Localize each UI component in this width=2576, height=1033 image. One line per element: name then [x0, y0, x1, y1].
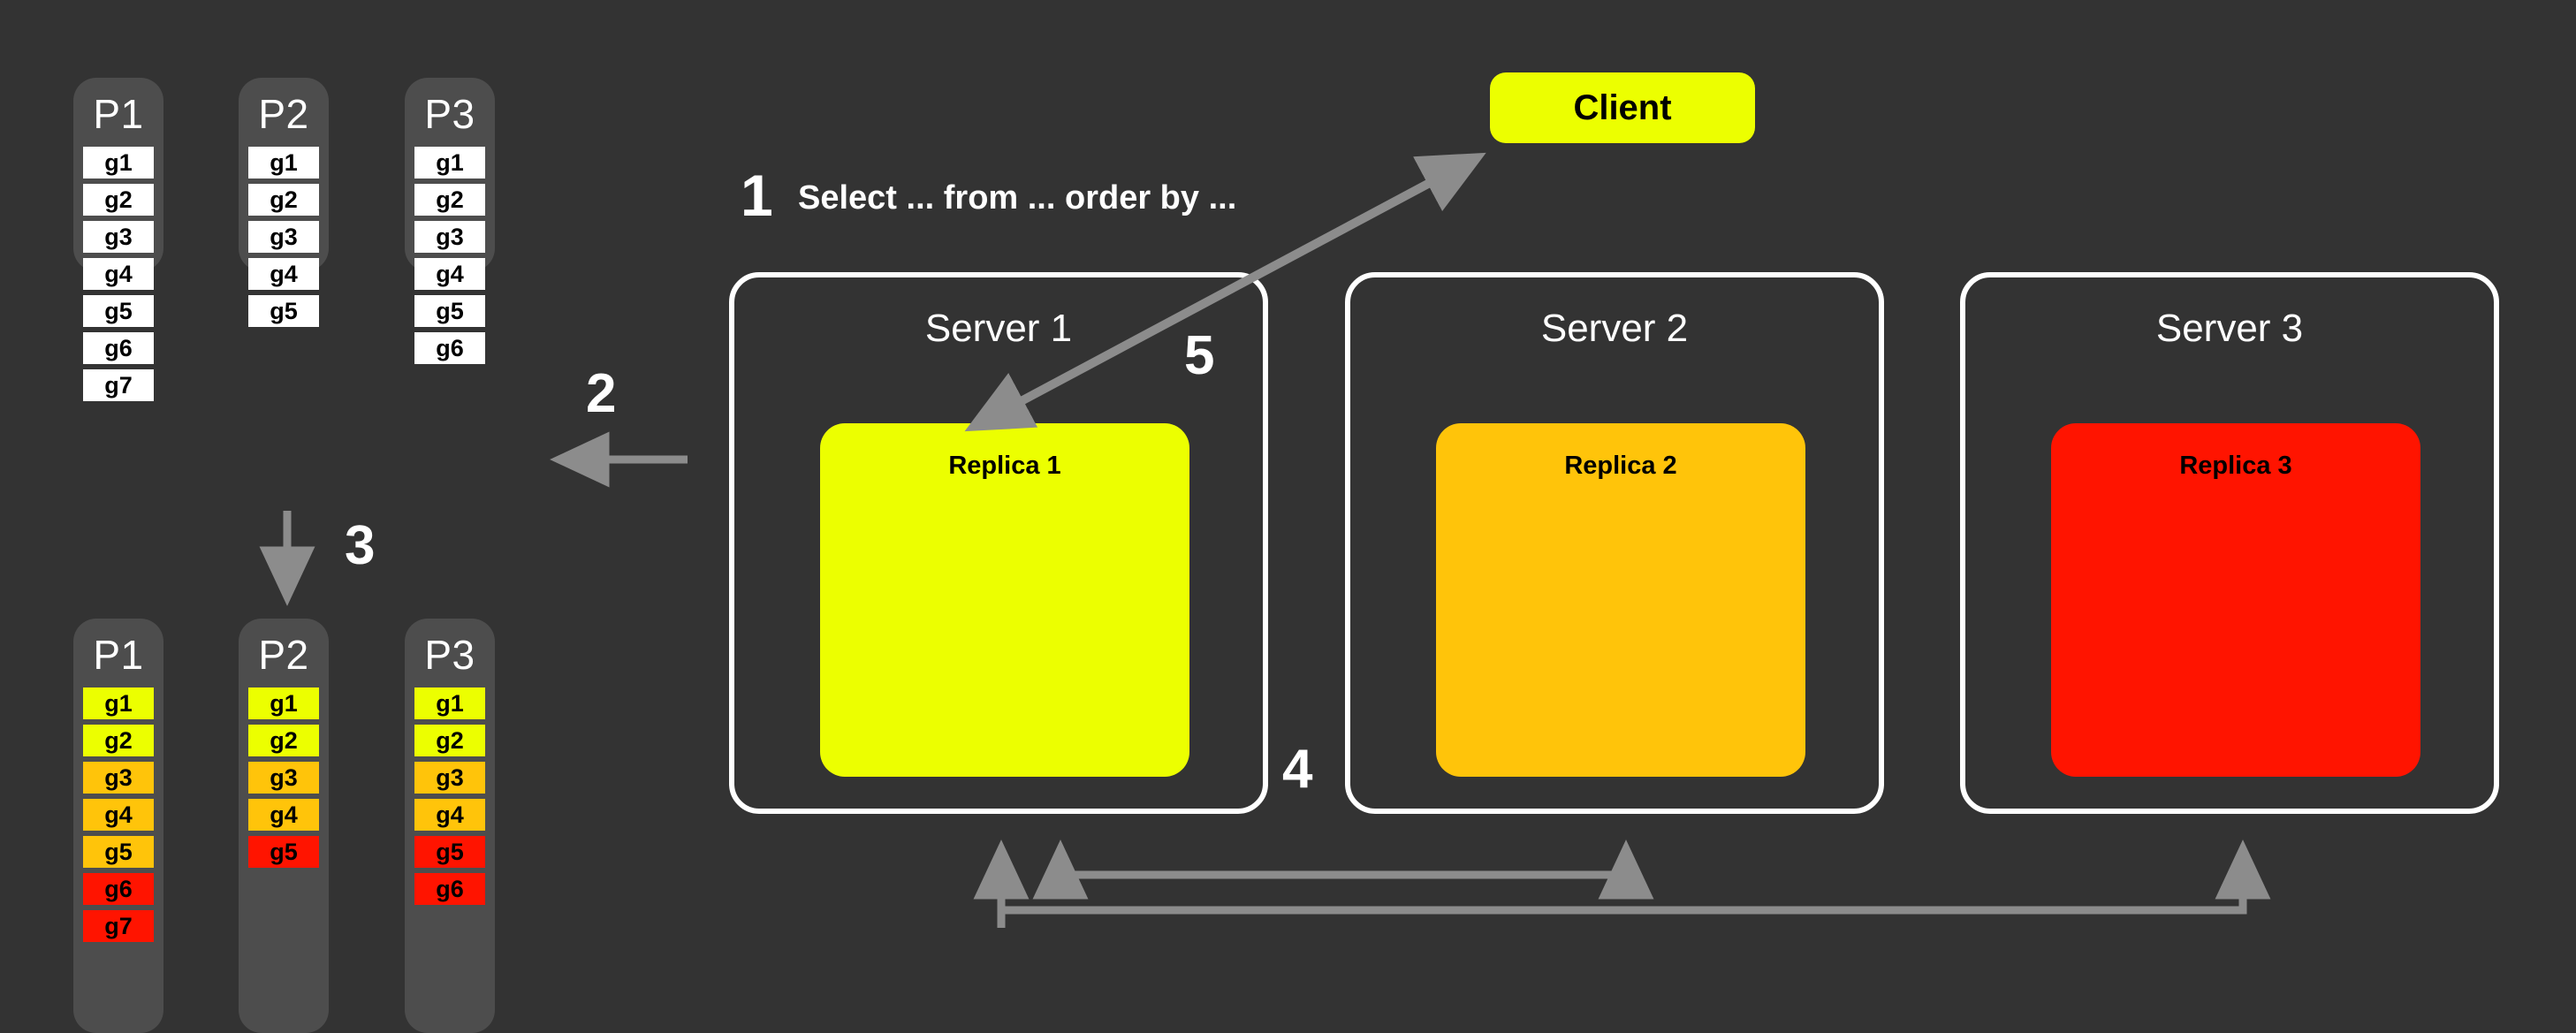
partition-cell-list: g1 g2 g3 g4 g5 g6 g7: [83, 687, 154, 947]
query-text: Select ... from ... order by ...: [798, 179, 1237, 216]
partition-cell: g5: [248, 836, 319, 868]
partition-cell: g6: [83, 332, 154, 364]
partition-cell: g5: [414, 295, 485, 327]
partition-cell: g1: [248, 687, 319, 719]
partition-cell: g1: [414, 147, 485, 178]
partition-column-bottom-p2: P2 g1 g2 g3 g4 g5: [239, 619, 329, 1033]
replica-box-1[interactable]: Replica 1: [820, 423, 1189, 777]
server-box-3: Server 3 Replica 3: [1960, 272, 2499, 814]
client-box[interactable]: Client: [1490, 72, 1755, 143]
partition-title: P3: [424, 91, 475, 137]
partition-cell: g3: [414, 762, 485, 794]
partition-cell: g3: [248, 221, 319, 253]
replica-label: Replica 3: [2179, 452, 2292, 480]
partition-cell: g2: [414, 184, 485, 216]
partition-title: P1: [93, 91, 144, 137]
server-title: Server 3: [2155, 307, 2304, 350]
partition-title: P1: [93, 632, 144, 678]
server-title: Server 2: [1540, 307, 1689, 350]
replica-label: Replica 2: [1564, 452, 1677, 480]
replica-box-2[interactable]: Replica 2: [1436, 423, 1805, 777]
step-number-2: 2: [586, 363, 617, 424]
partition-cell: g2: [248, 184, 319, 216]
partition-column-bottom-p3: P3 g1 g2 g3 g4 g5 g6: [405, 619, 495, 1033]
partition-cell: g7: [83, 369, 154, 401]
partition-cell: g6: [414, 332, 485, 364]
server-title: Server 1: [924, 307, 1073, 350]
partition-cell: g5: [83, 295, 154, 327]
replica-box-3[interactable]: Replica 3: [2051, 423, 2420, 777]
partition-cell: g3: [248, 762, 319, 794]
partition-column-top-p1: P1 g1 g2 g3 g4 g5 g6 g7: [73, 78, 163, 401]
partition-cell: g2: [83, 725, 154, 756]
partition-cell: g3: [83, 762, 154, 794]
partition-cell-list: g1 g2 g3 g4 g5: [248, 147, 319, 332]
partition-cell: g1: [248, 147, 319, 178]
replica-label: Replica 1: [948, 452, 1061, 480]
partition-cell: g5: [83, 836, 154, 868]
partition-column-bottom-p1: P1 g1 g2 g3 g4 g5 g6 g7: [73, 619, 163, 1033]
partition-cell: g1: [83, 687, 154, 719]
server-box-2: Server 2 Replica 2: [1345, 272, 1884, 814]
partition-cell-list: g1 g2 g3 g4 g5 g6 g7: [83, 147, 154, 406]
partition-cell: g6: [83, 873, 154, 905]
step-number-4: 4: [1282, 739, 1313, 800]
arrow-step-4-outer: [997, 839, 2271, 928]
partition-cell: g4: [83, 799, 154, 831]
partition-cell: g4: [414, 258, 485, 290]
partition-cell: g1: [83, 147, 154, 178]
partition-title: P2: [258, 632, 309, 678]
partition-cell: g4: [248, 799, 319, 831]
partition-cell: g2: [83, 184, 154, 216]
server-box-1: Server 1 Replica 1: [729, 272, 1268, 814]
partition-column-top-p2: P2 g1 g2 g3 g4 g5: [239, 78, 329, 327]
partition-cell-list: g1 g2 g3 g4 g5 g6: [414, 147, 485, 369]
partition-cell-list: g1 g2 g3 g4 g5: [248, 687, 319, 873]
partition-cell: g4: [83, 258, 154, 290]
partition-cell: g1: [414, 687, 485, 719]
partition-cell: g2: [414, 725, 485, 756]
partition-cell: g7: [83, 910, 154, 942]
arrow-step-4-inner: [1056, 839, 1654, 900]
partition-title: P3: [424, 632, 475, 678]
partition-cell: g4: [248, 258, 319, 290]
step-number-3: 3: [345, 515, 376, 576]
partition-cell: g4: [414, 799, 485, 831]
partition-cell: g5: [414, 836, 485, 868]
partition-title: P2: [258, 91, 309, 137]
step-number-1: 1: [741, 163, 773, 228]
partition-cell: g3: [83, 221, 154, 253]
partition-cell: g3: [414, 221, 485, 253]
partition-column-top-p3: P3 g1 g2 g3 g4 g5 g6: [405, 78, 495, 364]
partition-cell: g5: [248, 295, 319, 327]
partition-cell-list: g1 g2 g3 g4 g5 g6: [414, 687, 485, 910]
client-label: Client: [1573, 88, 1672, 127]
partition-cell: g6: [414, 873, 485, 905]
partition-cell: g2: [248, 725, 319, 756]
